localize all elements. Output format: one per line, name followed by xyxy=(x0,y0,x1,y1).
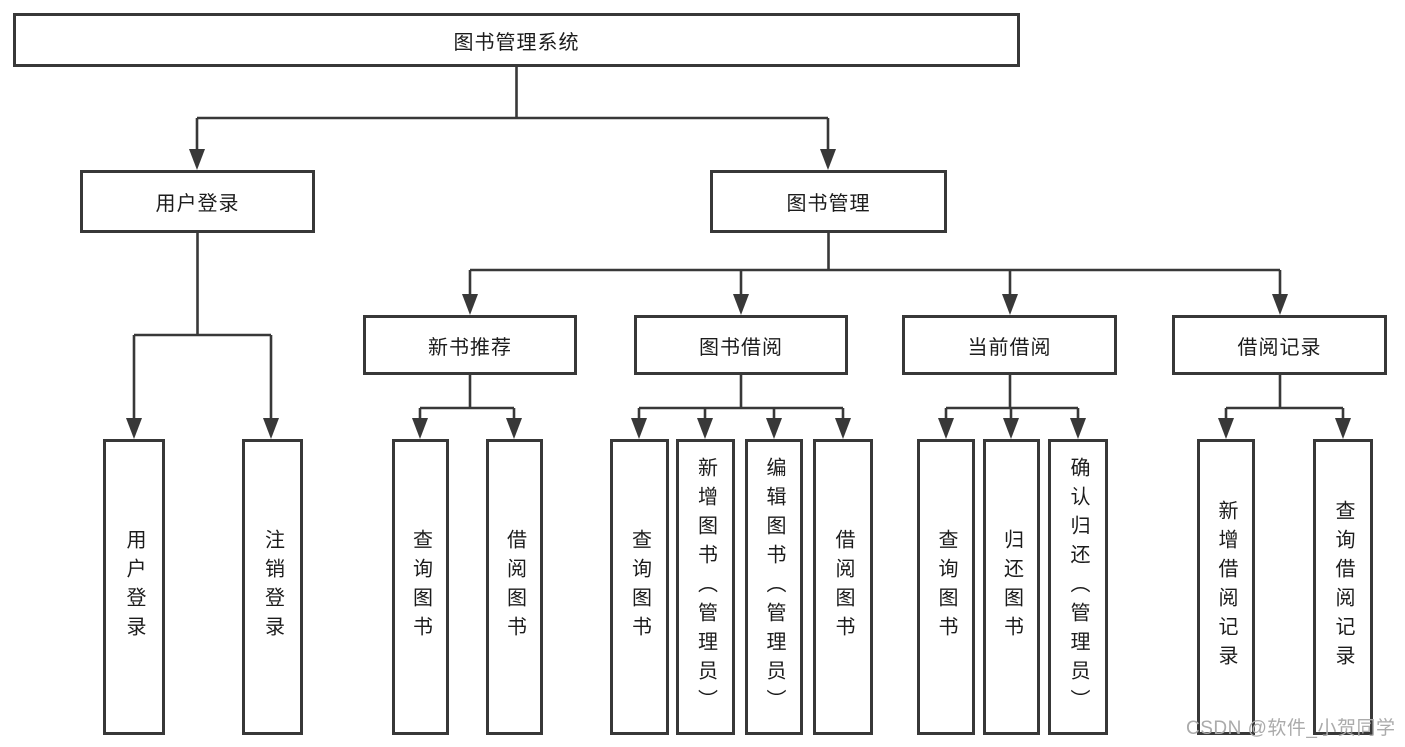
leaf-query-books-recommend: 查询图书 xyxy=(392,439,449,735)
node-label: 借阅记录 xyxy=(1237,336,1322,359)
leaf-add-borrow-record: 新增借阅记录 xyxy=(1197,439,1255,735)
node-label: 图书借阅 xyxy=(699,336,783,359)
leaf-query-books-current: 查询图书 xyxy=(917,439,975,735)
node-label: 查询借阅记录 xyxy=(1332,500,1354,674)
node-label: 图书管理系统 xyxy=(453,31,580,54)
node-label: 用户登录 xyxy=(123,529,145,645)
node-label: 编辑图书（管理员） xyxy=(763,456,785,718)
node-label: 新书推荐 xyxy=(428,336,512,359)
leaf-add-books-admin: 新增图书（管理员） xyxy=(676,439,735,735)
csdn-watermark: CSDN @软件_小贺同学 xyxy=(1186,718,1396,739)
node-label: 查询图书 xyxy=(628,529,651,645)
node-library-management-system: 图书管理系统 xyxy=(13,13,1020,67)
node-label: 图书管理 xyxy=(786,193,871,215)
node-label: 注销登录 xyxy=(261,529,284,645)
node-current-borrowing: 当前借阅 xyxy=(902,315,1117,375)
leaf-user-login: 用户登录 xyxy=(103,439,165,735)
node-label: 借阅图书 xyxy=(503,529,526,645)
node-label: 确认归还（管理员） xyxy=(1067,456,1089,718)
leaf-confirm-return-admin: 确认归还（管理员） xyxy=(1048,439,1108,735)
leaf-query-books-borrowing: 查询图书 xyxy=(610,439,669,735)
leaf-edit-books-admin: 编辑图书（管理员） xyxy=(745,439,803,735)
leaf-borrow-books: 借阅图书 xyxy=(813,439,873,735)
leaf-query-borrow-record: 查询借阅记录 xyxy=(1313,439,1373,735)
node-label: 当前借阅 xyxy=(967,336,1052,359)
node-label: 查询图书 xyxy=(935,529,957,645)
node-label: 新增借阅记录 xyxy=(1215,500,1237,674)
node-label: 用户登录 xyxy=(155,193,240,215)
node-label: 查询图书 xyxy=(409,529,432,645)
node-book-borrowing: 图书借阅 xyxy=(634,315,848,375)
leaf-logout: 注销登录 xyxy=(242,439,303,735)
node-new-book-recommend: 新书推荐 xyxy=(363,315,577,375)
node-label: 借阅图书 xyxy=(832,529,854,645)
leaf-return-books: 归还图书 xyxy=(983,439,1040,735)
node-user-login: 用户登录 xyxy=(80,170,315,233)
node-label: 归还图书 xyxy=(1000,529,1023,645)
node-borrowing-records: 借阅记录 xyxy=(1172,315,1387,375)
node-label: 新增图书（管理员） xyxy=(694,456,717,718)
node-book-management: 图书管理 xyxy=(710,170,947,233)
leaf-borrow-books-recommend: 借阅图书 xyxy=(486,439,543,735)
